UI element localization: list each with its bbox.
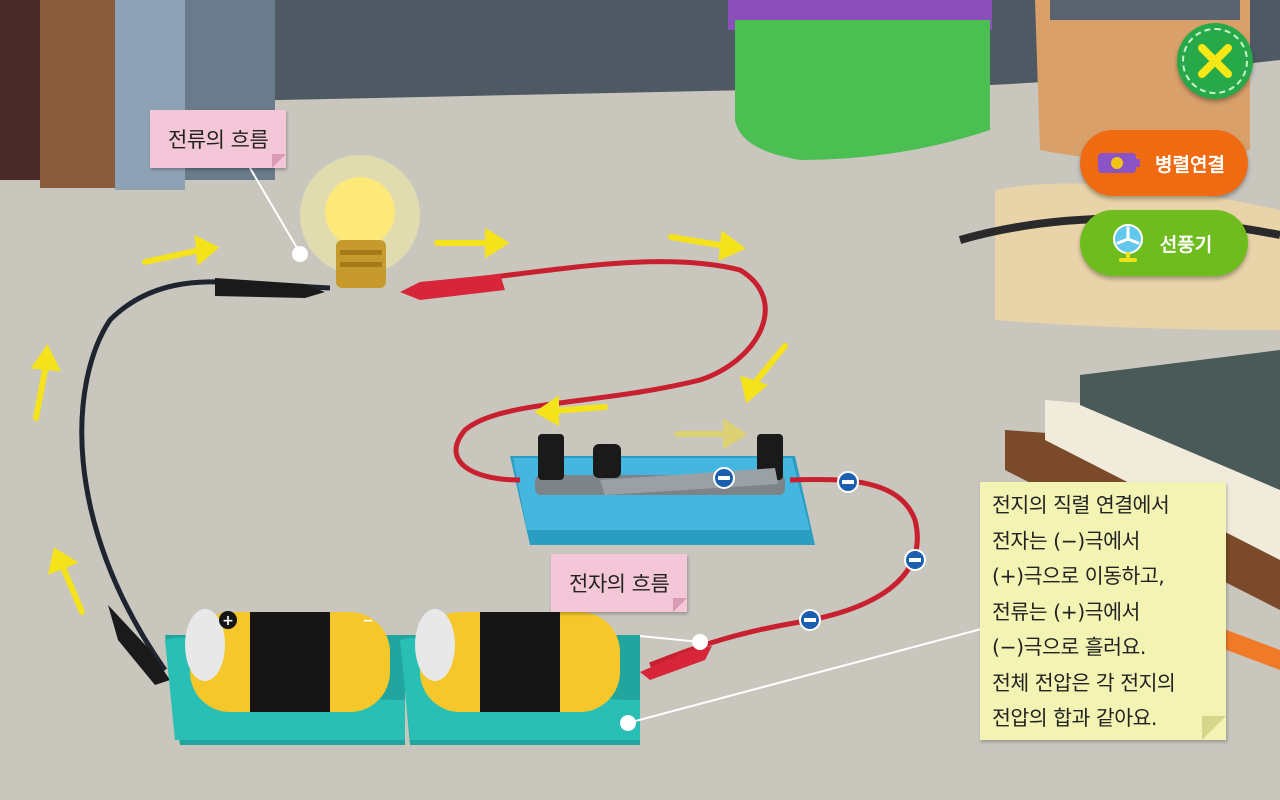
knife-switch[interactable] [510,434,815,545]
red-wire-bottom[interactable] [649,476,920,668]
current-arrow-icon [668,230,746,261]
black-clip-top [215,278,325,298]
current-arrow-icon [674,418,748,450]
current-arrow-icon [534,395,608,427]
electron-icon [904,549,926,571]
parallel-connection-button[interactable]: 병렬연결 [1080,130,1248,196]
electron-flow-label: 전자의 흐름 [551,554,688,612]
battery-minus-label: − [362,613,374,629]
fan-icon [1112,224,1143,262]
red-clip-top [400,274,505,300]
black-clip-bottom [108,605,170,685]
explanation-line: 전지의 직렬 연결에서 [992,493,1170,517]
current-arrow-icon [47,547,85,615]
explanation-line: 전류는 (+)극에서 [992,599,1140,624]
current-arrow-icon [30,344,62,421]
red-wire-top[interactable] [419,259,768,483]
current-arrow-icon [739,343,788,404]
explanation-line: (−)극으로 흘러요. [992,635,1146,659]
explanation-line: 전자는 (−)극에서 [992,528,1140,553]
explanation-line: 전압의 합과 같아요. [992,706,1157,730]
electron-icon [713,467,735,489]
explanation-line: (+)극으로 이동하고, [992,564,1165,588]
current-arrow-icon [142,234,220,267]
close-button[interactable] [1177,23,1253,99]
battery-holder-right [400,609,640,745]
green-box [728,0,992,160]
fan-button[interactable]: 선풍기 [1080,210,1248,276]
current-flow-label: 전류의 흐름 [150,110,287,168]
electron-icon [837,471,859,493]
current-arrow-icon [434,227,510,259]
black-wire[interactable] [79,279,331,672]
battery-plus-label: + [222,613,234,629]
callout-pointers [249,167,986,731]
battery-icon [1098,153,1141,173]
red-clip-bottom [640,646,712,680]
electrons [713,467,926,631]
explanation-line: 전체 전압은 각 전지의 [992,670,1176,695]
light-bulb [300,155,420,288]
battery-holder-left [165,609,405,745]
electron-icon [799,609,821,631]
parallel-button-label: 병렬연결 [1155,153,1225,176]
current-arrows [30,227,788,615]
fan-button-label: 선풍기 [1159,233,1213,256]
explanation-note: 전지의 직렬 연결에서 전자는 (−)극에서 (+)극으로 이동하고, 전류는 … [980,482,1226,740]
